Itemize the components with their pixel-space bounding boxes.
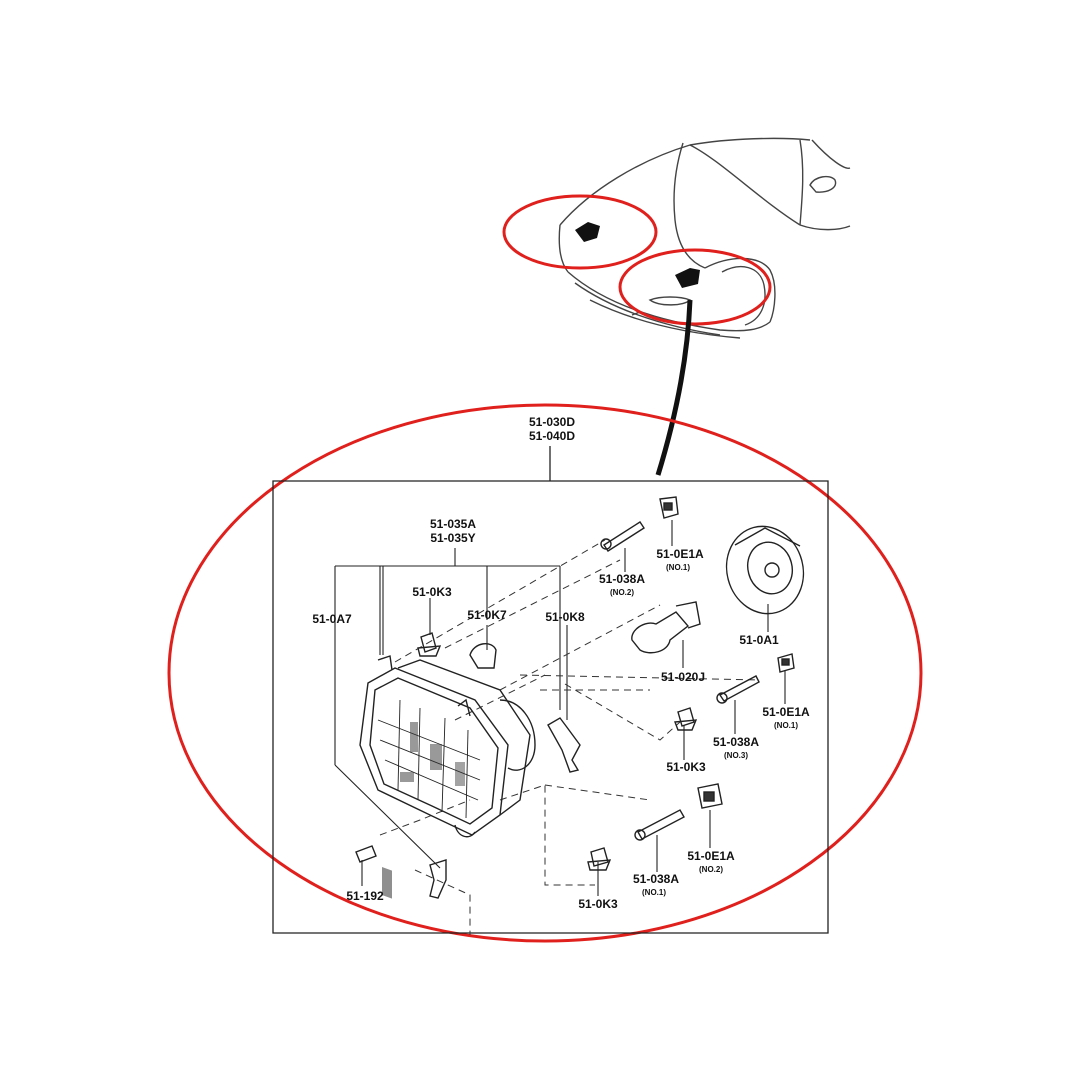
callout-adjust-screw-bottom: 51-038A — [632, 872, 680, 886]
callout-bulb-cover: 51-0A1 — [739, 633, 779, 647]
callout-bracket-left: 51-0K3 — [412, 585, 452, 599]
assembly-part-number-1: 51-030D — [528, 415, 576, 429]
nut-bottom — [697, 783, 723, 809]
callout-adjust-screw-top: 51-038A — [598, 572, 646, 586]
callout-frame-rim: 51-0A7 — [312, 612, 352, 626]
callout-adjust-screw-mid: 51-038A — [712, 735, 760, 749]
spring-clip-192 — [355, 845, 377, 863]
callout-bracket-center: 51-0K7 — [467, 608, 507, 622]
callout-nut-mid-note: (NO.1) — [774, 721, 798, 730]
callout-spring-clip: 51-192 — [346, 889, 384, 903]
lens-shading — [382, 722, 465, 899]
diagram-frame — [272, 446, 829, 934]
adjuster-bracket — [429, 859, 447, 899]
bracket-0k7 — [469, 643, 497, 669]
adjust-screw-top — [600, 521, 645, 552]
callout-adjust-screw-bottom-note: (NO.1) — [642, 888, 666, 897]
unit-part-number-1: 51-035A — [429, 517, 477, 531]
leader-line — [655, 299, 693, 476]
callout-nut-bottom: 51-0E1A — [687, 849, 735, 863]
car-front-illustration — [558, 137, 851, 339]
callout-nut-mid: 51-0E1A — [762, 705, 810, 719]
highlight-ellipse-main — [167, 403, 923, 943]
assembly-part-number-2: 51-040D — [528, 429, 576, 443]
headlight-unit — [359, 655, 536, 838]
callout-bracket-lines — [334, 520, 786, 896]
callout-bulb: 51-020J — [660, 670, 706, 684]
clip-0k3-mid — [674, 707, 698, 731]
left-headlight-mark — [575, 222, 600, 242]
highlight-circle-left — [502, 194, 658, 270]
callout-clip-mid: 51-0K3 — [666, 760, 706, 774]
callout-wire-bracket: 51-0K8 — [545, 610, 585, 624]
bulb-cover — [725, 525, 805, 615]
callout-adjust-screw-mid-note: (NO.3) — [724, 751, 748, 760]
headlight-bulb — [631, 601, 701, 654]
callout-nut-top-note: (NO.1) — [666, 563, 690, 572]
nut-mid — [777, 653, 795, 673]
right-headlight-mark — [675, 268, 700, 288]
highlight-circle-right — [618, 248, 772, 326]
clip-0k3-top — [417, 632, 442, 657]
callout-nut-bottom-note: (NO.2) — [699, 865, 723, 874]
nut-top — [659, 496, 679, 519]
callout-nut-top: 51-0E1A — [656, 547, 704, 561]
unit-part-number-2: 51-035Y — [430, 531, 476, 545]
wire-bracket-0k8 — [547, 717, 581, 773]
adjust-screw-mid — [716, 675, 760, 704]
clip-0k3-bottom — [587, 847, 612, 871]
callout-adjust-screw-top-note: (NO.2) — [610, 588, 634, 597]
callout-clip-bottom: 51-0K3 — [578, 897, 618, 911]
adjust-screw-bottom — [634, 809, 685, 841]
assembly-guide-lines — [379, 539, 761, 935]
